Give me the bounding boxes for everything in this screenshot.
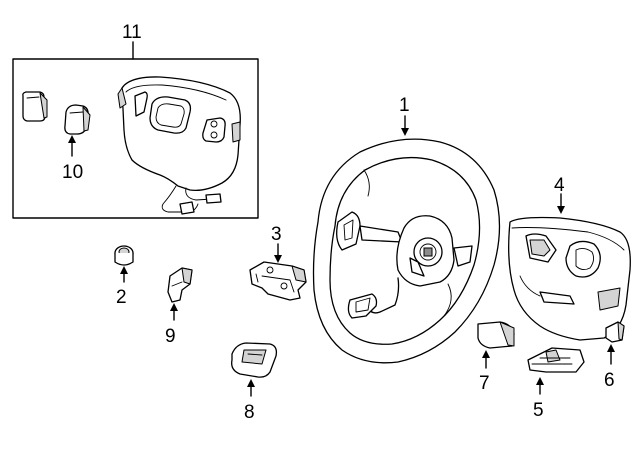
arrow-5 xyxy=(536,377,544,385)
callout-2: 2 xyxy=(116,287,127,308)
callout-5: 5 xyxy=(533,400,544,421)
part-5-lower-cover xyxy=(527,347,585,373)
callout-9: 9 xyxy=(165,326,176,347)
arrow-3 xyxy=(274,255,282,263)
callout-11: 11 xyxy=(122,22,142,43)
callout-1: 1 xyxy=(399,95,410,116)
callout-7: 7 xyxy=(479,373,490,394)
part-7-trim xyxy=(477,321,515,349)
part-8-cover xyxy=(231,342,278,378)
part-3-switch xyxy=(249,261,307,301)
arrow-2 xyxy=(120,266,128,274)
part-10-cap xyxy=(64,104,91,135)
inset-frame xyxy=(12,58,259,219)
arrow-6 xyxy=(607,344,615,352)
arrow-9 xyxy=(170,303,178,311)
part-1-steering-wheel xyxy=(312,138,501,364)
cover-cap-left xyxy=(22,91,48,122)
airbag-module xyxy=(117,76,241,215)
callout-6: 6 xyxy=(604,370,615,391)
arrow-1 xyxy=(401,128,409,136)
arrow-10 xyxy=(68,135,76,143)
arrow-7 xyxy=(482,350,490,358)
callout-3: 3 xyxy=(271,224,282,245)
airbag-assembly-group: 11 10 xyxy=(12,22,259,219)
callout-4: 4 xyxy=(554,175,565,196)
callout-10: 10 xyxy=(62,162,83,183)
part-6-clip xyxy=(605,321,625,343)
arrow-4 xyxy=(557,206,565,214)
part-2-grommet xyxy=(114,245,134,266)
part-4-back-cover xyxy=(508,216,631,341)
part-9-clip xyxy=(167,267,193,303)
arrow-8 xyxy=(247,379,255,387)
callout-8: 8 xyxy=(244,402,255,423)
